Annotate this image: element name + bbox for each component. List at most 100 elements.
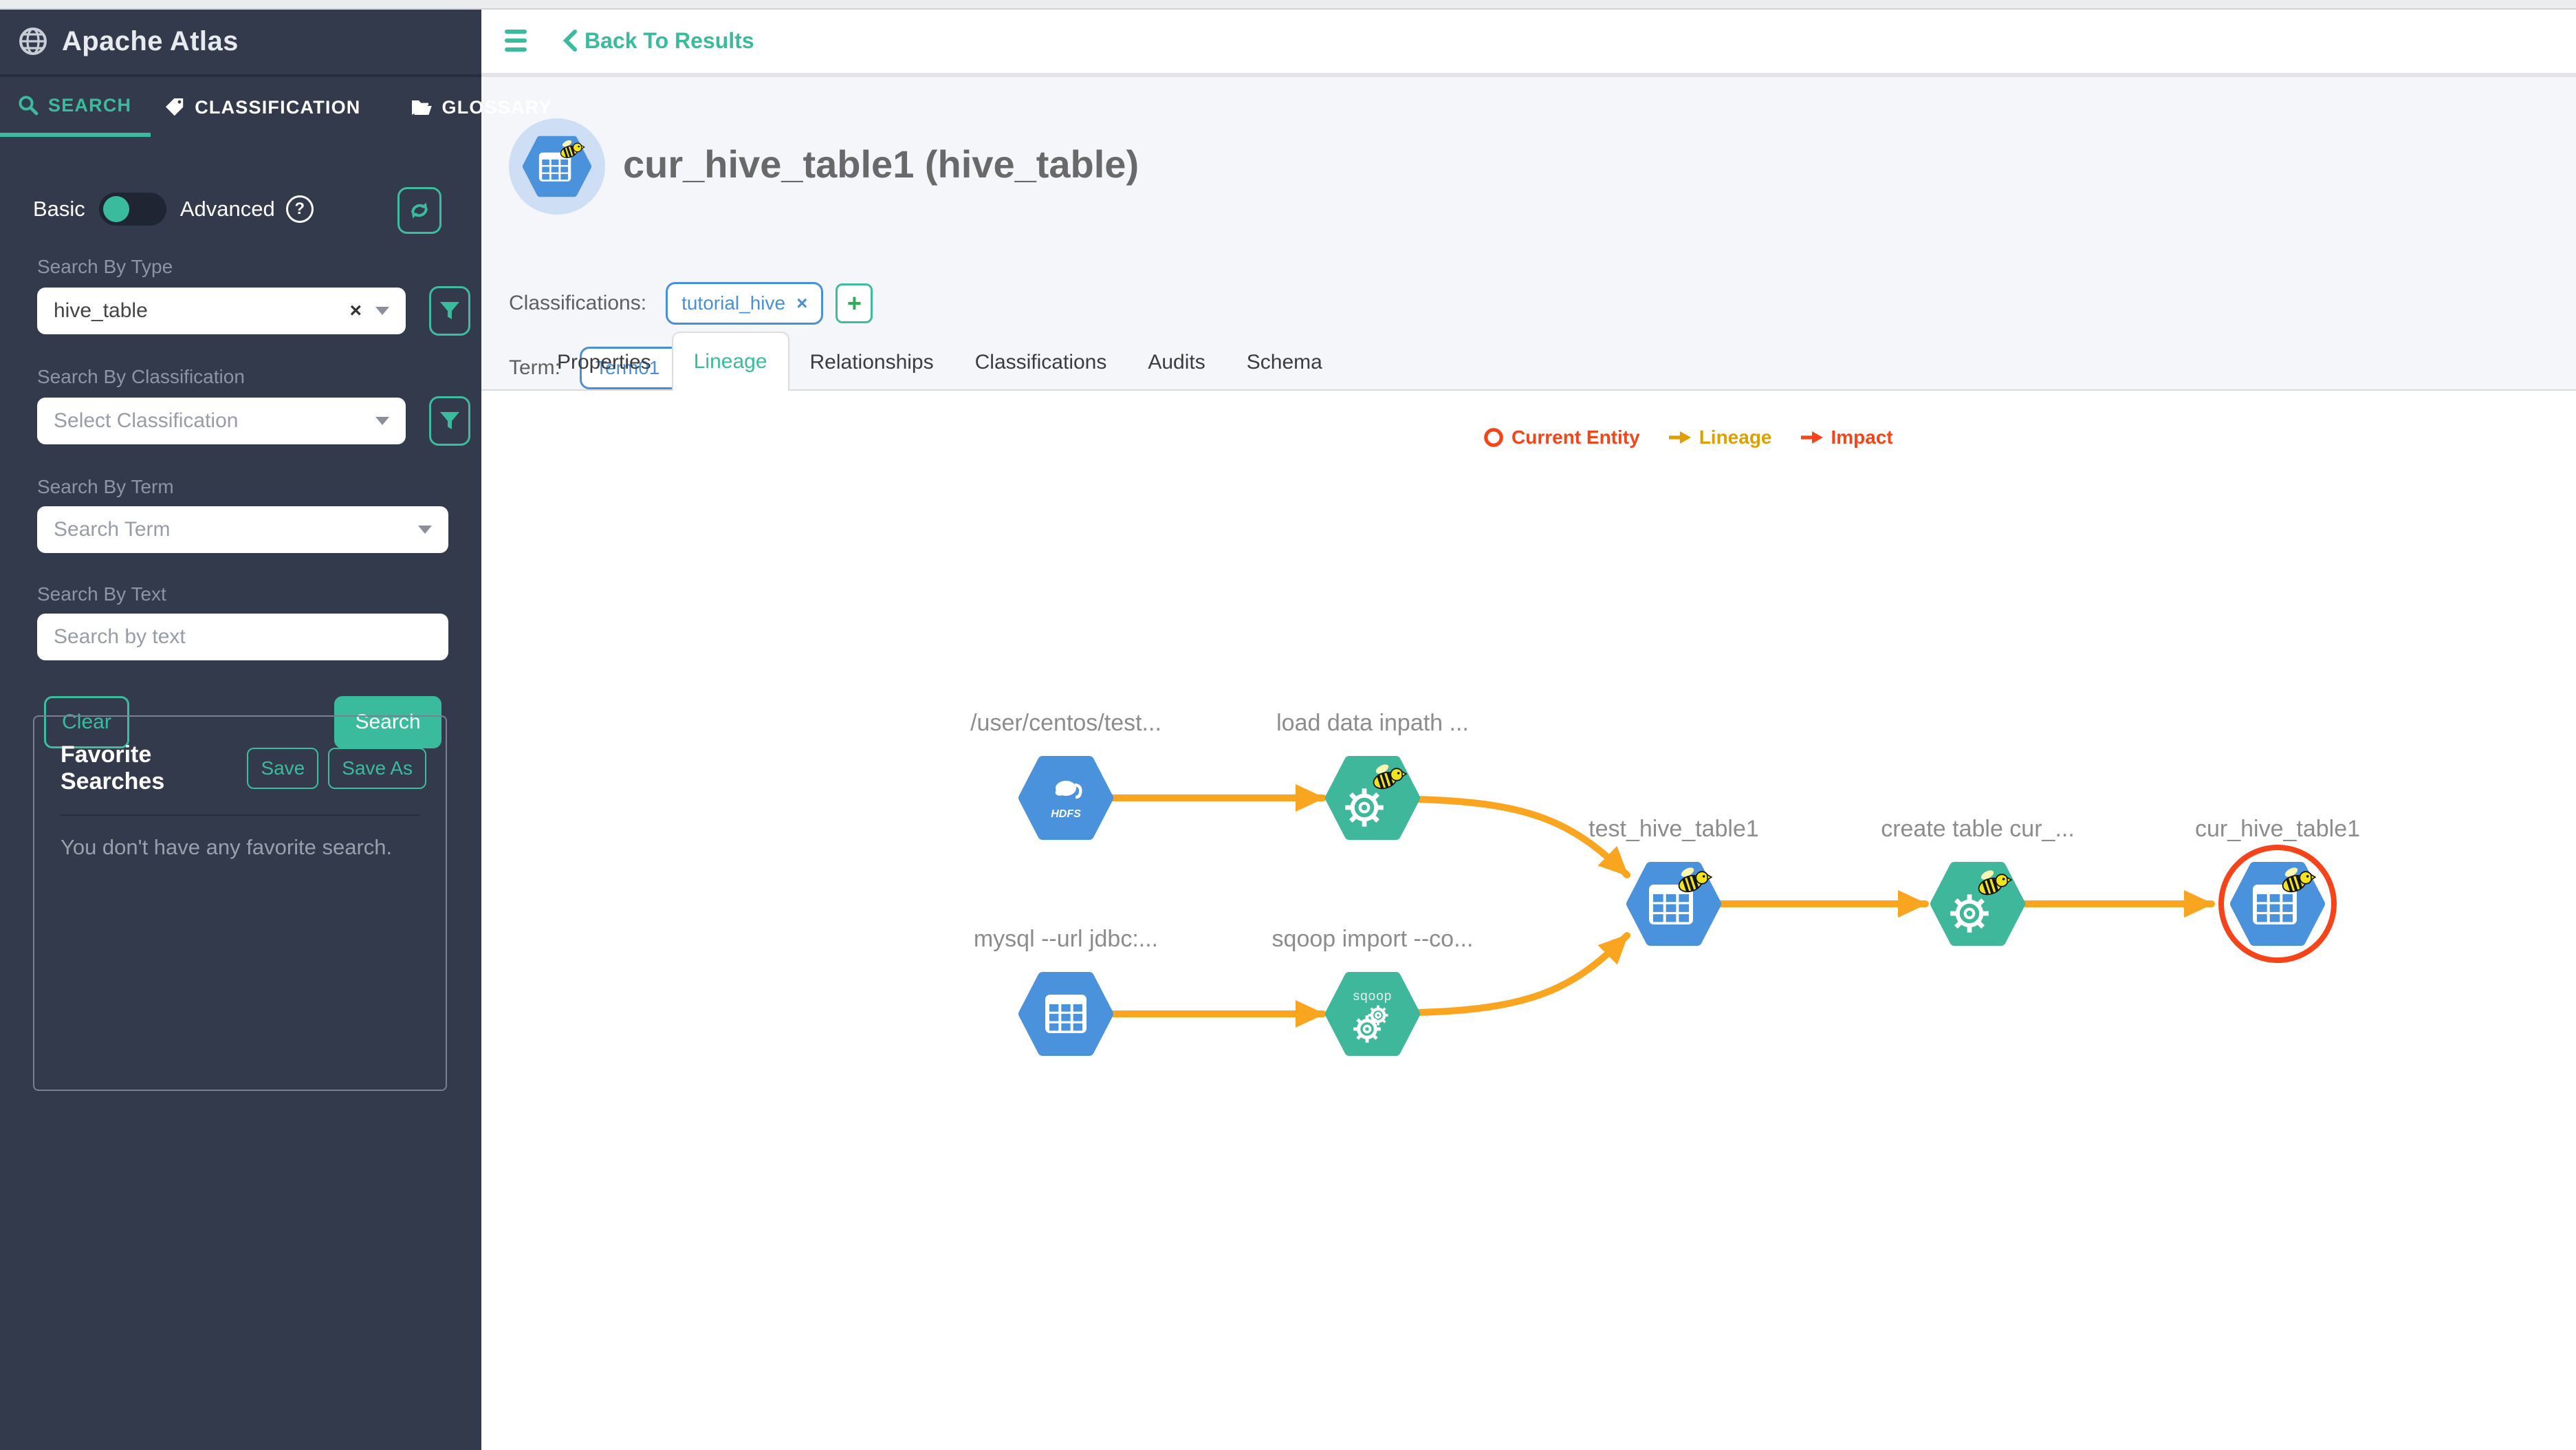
refresh-icon: [411, 202, 428, 219]
sidebar: Apache Atlas SEARCH CLASSIFICATION: [0, 8, 551, 1450]
filter-icon: [440, 302, 459, 319]
lineage-legend: Current Entity Lineage Impact: [1483, 426, 1893, 448]
current-entity-ring: [2218, 845, 2337, 963]
search-by-text-label: Search By Text: [37, 583, 166, 605]
basic-label: Basic: [33, 197, 85, 221]
tab-audits[interactable]: Audits: [1148, 351, 1205, 374]
search-by-classification-select[interactable]: Select Classification: [37, 398, 406, 444]
lineage-canvas[interactable]: Current Entity Lineage Impact HDFS/user/ce…: [481, 391, 2576, 1450]
folder-icon: [411, 100, 432, 115]
lineage-node-label-mysql_table: mysql --url jdbc:...: [973, 926, 1159, 952]
legend-item-impact: Impact: [1800, 426, 1893, 448]
sidebar-nav: SEARCH CLASSIFICATION GLOSSARY: [0, 77, 551, 137]
lineage-node-label-cur_hive_table1: cur_hive_table1: [2194, 816, 2361, 842]
classifications-row: Classifications: tutorial_hive × +: [509, 282, 873, 325]
tab-relationships[interactable]: Relationships: [809, 351, 934, 374]
sidebar-tab-glossary[interactable]: GLOSSARY: [386, 80, 566, 135]
topbar: Back To Results: [481, 8, 2576, 77]
menu-icon[interactable]: [505, 30, 527, 52]
legend-arrow-icon: [1800, 431, 1823, 444]
chevron-down-icon: [375, 307, 389, 315]
add-classification-button[interactable]: +: [836, 283, 873, 323]
lineage-node-sqoop_process[interactable]: sqoop: [1315, 959, 1430, 1069]
tab-classifications[interactable]: Classifications: [974, 351, 1107, 374]
search-by-type-label: Search By Type: [37, 256, 173, 277]
lineage-node-label-create_process: create table cur_...: [1881, 816, 2075, 842]
search-by-text-input[interactable]: Search by text: [37, 614, 448, 660]
hive-bee-icon: [1978, 870, 2013, 896]
search-button[interactable]: Search: [334, 696, 441, 748]
lineage-node-hdfs_path[interactable]: HDFS: [1008, 743, 1124, 853]
tab-schema[interactable]: Schema: [1246, 351, 1322, 374]
entity-tabs: Properties Lineage Relationships Classifica…: [481, 332, 2576, 391]
chevron-left-icon: [563, 30, 577, 52]
lineage-node-load_process[interactable]: [1315, 743, 1430, 853]
legend-arrow-icon: [1668, 431, 1691, 444]
search-icon: [19, 96, 39, 116]
hive-bee-icon: [2282, 867, 2317, 893]
favorite-searches-panel: Favorite Searches Save Save As You don't…: [33, 715, 447, 1091]
search-by-term-field: Search By Term Search Term: [37, 476, 448, 553]
sidebar-tab-search[interactable]: SEARCH: [0, 78, 151, 137]
globe-icon: [19, 28, 47, 55]
entity-type-icon: [509, 118, 605, 215]
search-mode-row: Basic Advanced ?: [33, 187, 481, 234]
lineage-node-label-test_hive_table1: test_hive_table1: [1589, 816, 1759, 842]
classification-tag[interactable]: tutorial_hive ×: [666, 282, 824, 325]
lineage-node-label-load_process: load data inpath ...: [1276, 710, 1469, 736]
search-by-term-select[interactable]: Search Term: [37, 506, 448, 553]
tab-properties[interactable]: Properties: [557, 351, 651, 374]
hive-bee-icon: [1373, 764, 1408, 790]
hive-bee-icon: [1678, 867, 1713, 893]
main-content: Back To Results cur_hive_table1 (hive_ta…: [481, 8, 2576, 1450]
lineage-node-create_process[interactable]: [1920, 849, 2035, 959]
hive-table-icon: [522, 136, 592, 197]
lineage-edge-load_process-to-test_hive_table1: [1412, 796, 1630, 878]
save-button[interactable]: Save: [247, 748, 319, 789]
clear-type-icon[interactable]: ×: [349, 299, 362, 322]
legend-item-lineage: Lineage: [1668, 426, 1772, 448]
classification-attribute-filter-button[interactable]: [429, 396, 470, 446]
lineage-node-test_hive_table1[interactable]: [1616, 849, 1732, 959]
legend-item-current-entity: Current Entity: [1483, 426, 1640, 448]
search-by-term-label: Search By Term: [37, 476, 174, 497]
term-label: Term:: [509, 356, 560, 379]
toggle-knob: [102, 196, 129, 222]
classifications-label: Classifications:: [509, 292, 647, 314]
lineage-node-cur_hive_table1[interactable]: [2220, 849, 2335, 959]
save-as-button[interactable]: Save As: [328, 748, 426, 789]
hive-bee-icon: [560, 140, 585, 158]
entity-header: cur_hive_table1 (hive_table) Classificat…: [481, 77, 2576, 391]
chevron-down-icon: [418, 526, 432, 534]
search-by-text-field: Search By Text Search by text: [37, 583, 448, 660]
help-icon[interactable]: ?: [285, 195, 314, 223]
favorite-searches-title: Favorite Searches: [61, 742, 165, 794]
app-logo-row: Apache Atlas: [0, 8, 481, 77]
favorites-empty-text: You don't have any favorite search.: [61, 835, 393, 859]
lineage-node-mysql_table[interactable]: [1008, 959, 1124, 1069]
search-by-classification-label: Search By Classification: [37, 366, 245, 387]
window-top-edge: [0, 0, 2576, 10]
search-by-type-select[interactable]: hive_table ×: [37, 288, 406, 334]
tag-icon: [166, 98, 184, 116]
divider: [61, 814, 419, 816]
remove-classification-icon[interactable]: ×: [796, 292, 808, 314]
sidebar-tab-classification[interactable]: CLASSIFICATION: [151, 80, 385, 135]
search-by-type-field: Search By Type hive_table ×: [37, 256, 470, 336]
svg-text:HDFS: HDFS: [1051, 808, 1081, 820]
chevron-down-icon: [375, 417, 389, 425]
app-title: Apache Atlas: [62, 25, 239, 56]
tab-lineage[interactable]: Lineage: [671, 332, 789, 391]
clear-button[interactable]: Clear: [44, 696, 129, 748]
back-to-results-link[interactable]: Back To Results: [563, 28, 754, 54]
legend-circle-icon: [1484, 428, 1503, 447]
lineage-node-label-sqoop_process: sqoop import --co...: [1271, 926, 1474, 952]
basic-advanced-toggle[interactable]: [98, 193, 166, 226]
lineage-edges-layer: [1101, 784, 2337, 1028]
lineage-node-label-hdfs_path: /user/centos/test...: [970, 710, 1161, 736]
refresh-button[interactable]: [397, 187, 441, 234]
filter-icon: [440, 412, 459, 429]
search-by-classification-field: Search By Classification Select Classifi…: [37, 366, 470, 446]
type-attribute-filter-button[interactable]: [429, 286, 470, 336]
